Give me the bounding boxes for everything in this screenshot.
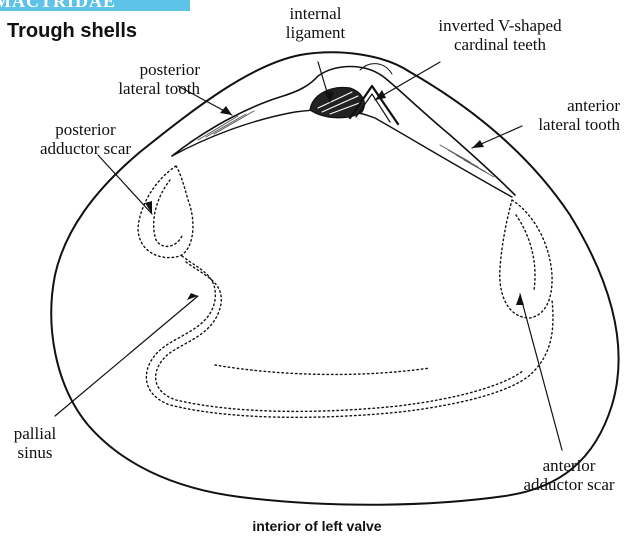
hinge-plate: [172, 67, 515, 196]
posterior-scar-outline: [138, 166, 193, 258]
label-posterior-adductor-scar: posterior adductor scar: [8, 120, 163, 158]
label-anterior-adductor-scar: anterior adductor scar: [508, 456, 630, 494]
label-internal-ligament: internal ligament: [258, 4, 373, 42]
leader-anterior-scar: [520, 294, 562, 450]
label-anterior-lateral-tooth: anterior lateral tooth: [500, 96, 620, 134]
label-cardinal-teeth: inverted V-shaped cardinal teeth: [415, 16, 585, 54]
figure-caption: interior of left valve: [0, 518, 634, 534]
ligament-mark: [310, 87, 364, 117]
label-posterior-lateral-tooth: posterior lateral tooth: [60, 60, 200, 98]
leader-cardinal: [375, 62, 440, 100]
label-pallial-sinus: pallial sinus: [0, 424, 70, 462]
anterior-scar-outline: [500, 200, 552, 318]
pallial-line: [146, 256, 553, 417]
leader-pallial-sinus: [55, 296, 198, 416]
